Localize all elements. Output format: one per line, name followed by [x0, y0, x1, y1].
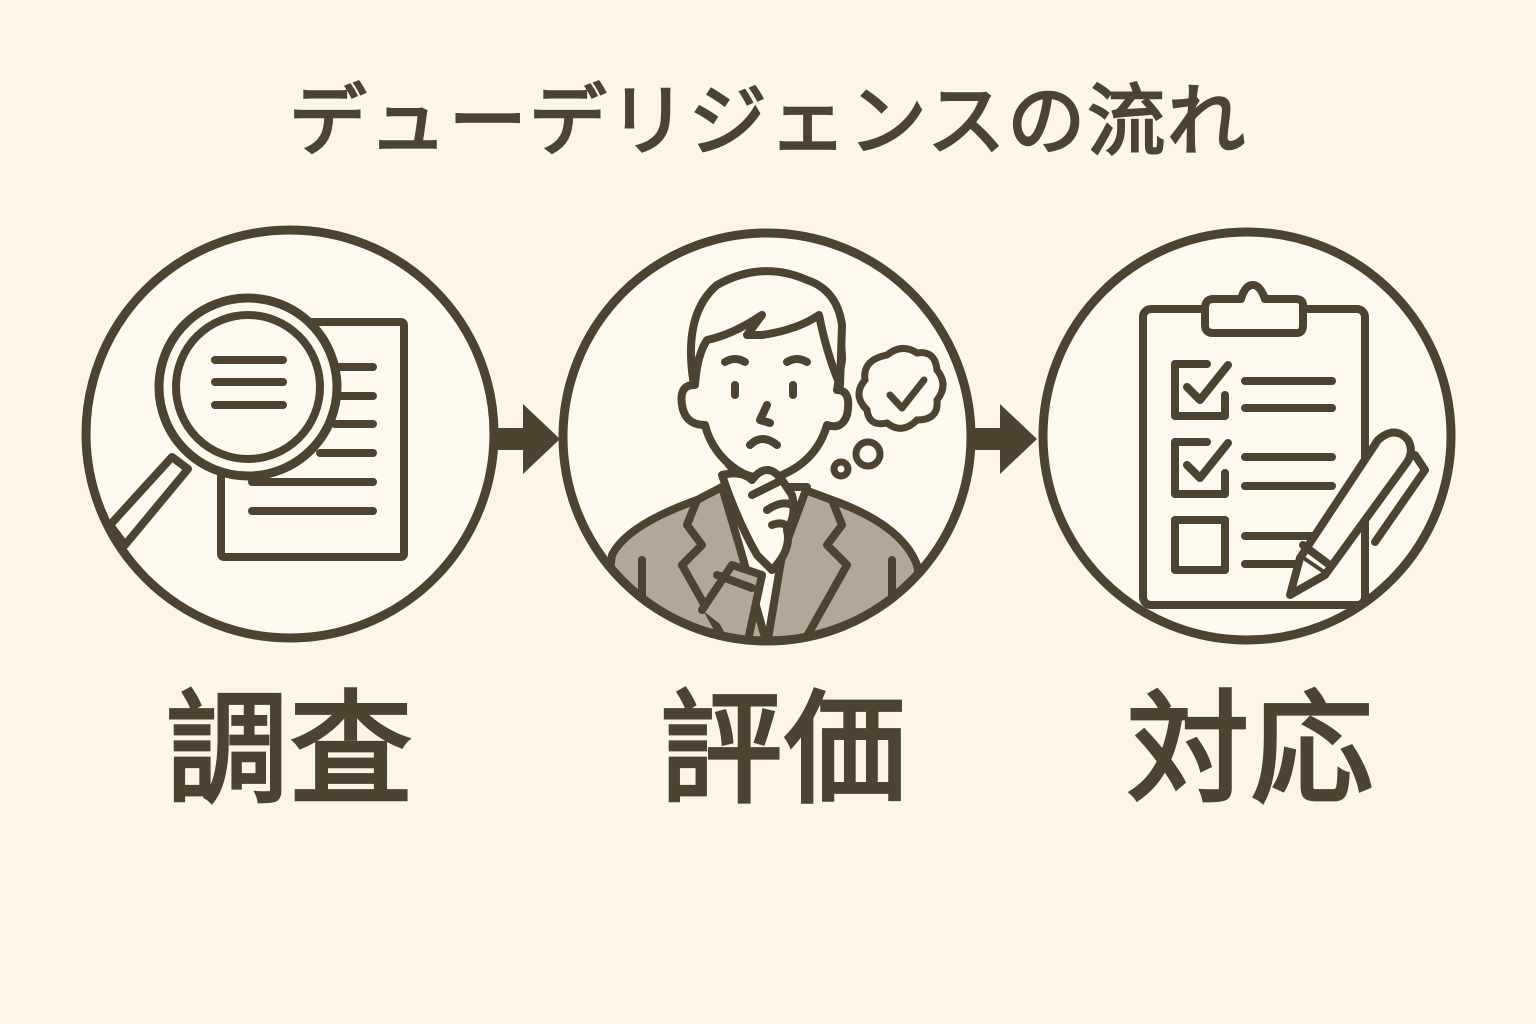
- step-1-circle: [81, 225, 499, 643]
- clipboard-checklist-icon: [1038, 227, 1456, 645]
- thinking-person-icon: [558, 228, 976, 646]
- diagram-title: デューデリジェンスの流れ: [288, 77, 1248, 167]
- magnifier-document-icon: [81, 225, 499, 643]
- step-3-label: 対応: [1127, 679, 1375, 821]
- step-2-label: 評価: [660, 679, 908, 821]
- right-arrow-icon: [972, 404, 1037, 474]
- right-arrow-icon: [495, 404, 560, 474]
- step-3-circle: [1038, 227, 1456, 645]
- step-1-label: 調査: [166, 679, 414, 821]
- step-2-circle: [558, 228, 976, 646]
